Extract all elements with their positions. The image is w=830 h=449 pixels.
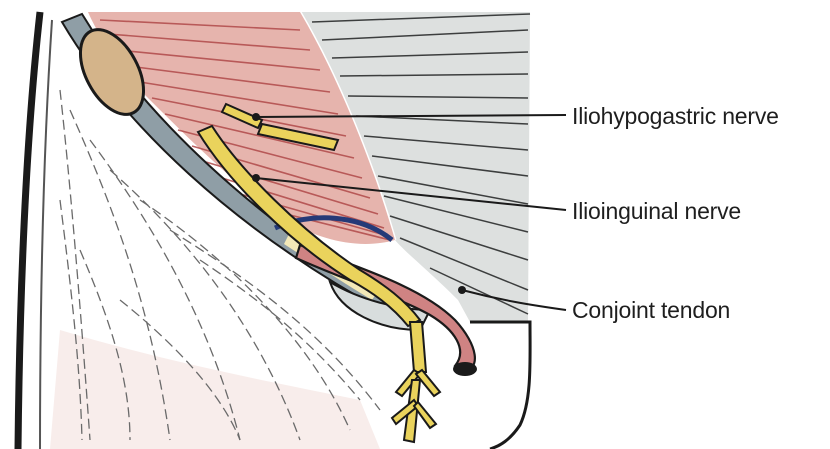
left-border [18,12,40,449]
body-outline [470,322,530,449]
cord-end [453,362,477,376]
label-ilioinguinal-nerve: Ilioinguinal nerve [572,198,741,224]
label-conjoint-tendon: Conjoint tendon [572,297,730,323]
pink-wash [50,330,380,449]
nerve-branches [392,322,440,442]
left-border-inner [40,20,52,449]
label-iliohypogastric-nerve: Iliohypogastric nerve [572,103,779,129]
